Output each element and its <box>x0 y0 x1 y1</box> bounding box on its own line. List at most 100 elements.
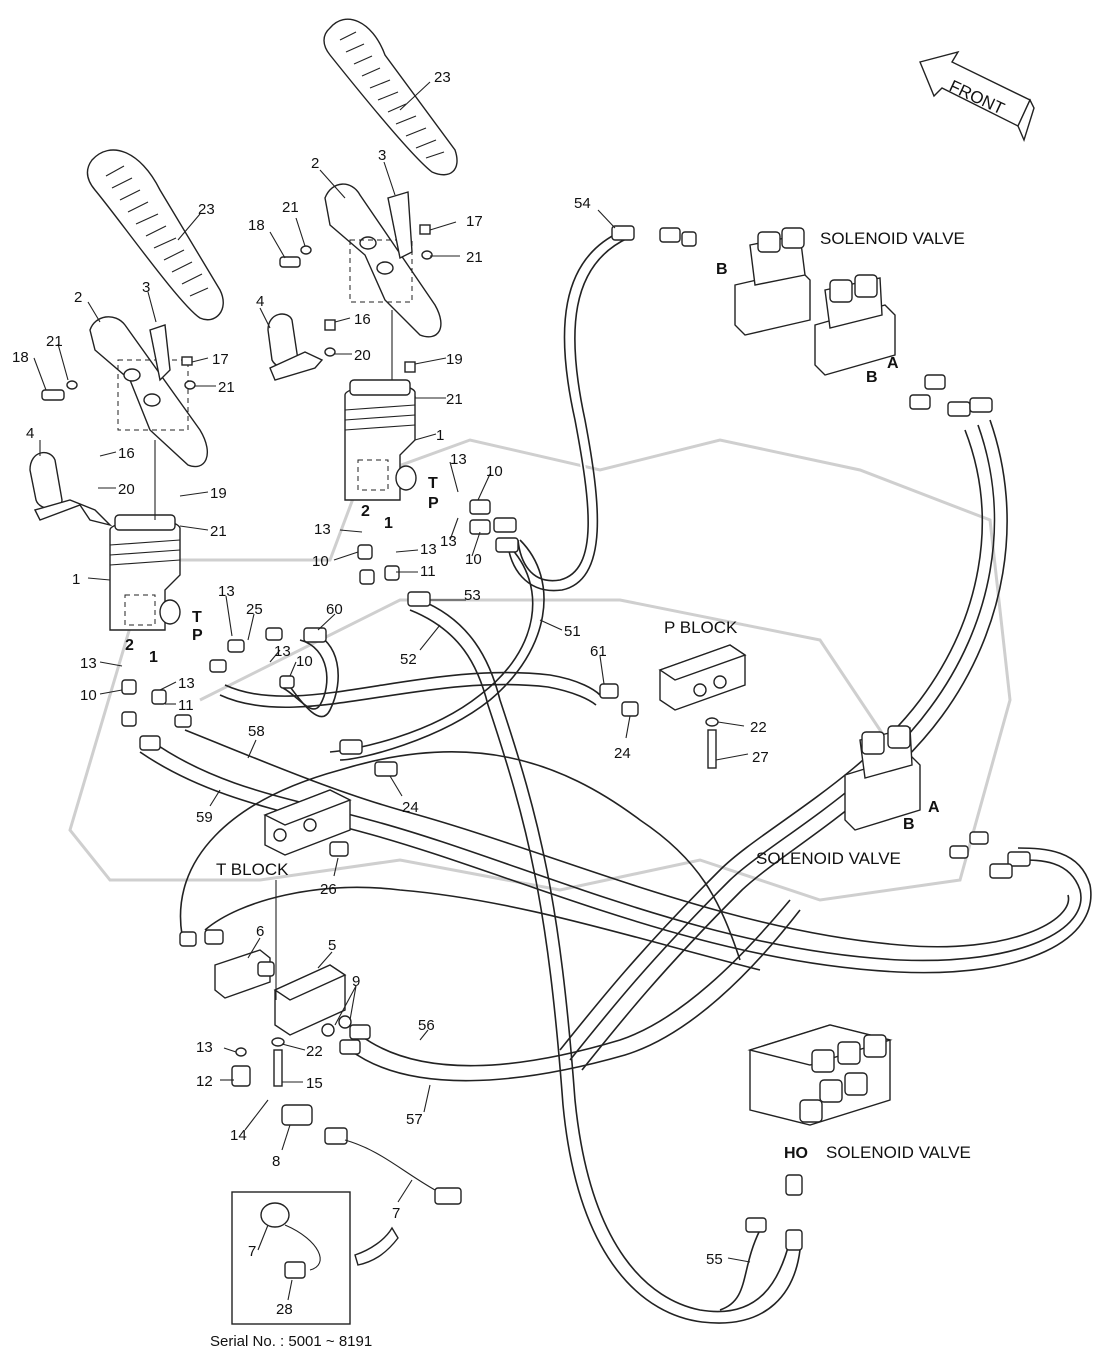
callout-6: 6 <box>256 923 264 940</box>
port-1-right: 1 <box>384 515 393 532</box>
callout-10c: 10 <box>312 553 329 570</box>
callout-61: 61 <box>590 643 607 660</box>
callout-24: 24 <box>402 799 419 816</box>
callout-54: 54 <box>574 195 591 212</box>
callout-13c: 13 <box>314 521 331 538</box>
callout-numbers: 23 23 2 3 18 21 17 21 2 3 4 16 20 19 21 … <box>12 69 769 1318</box>
title-labels: SOLENOID VALVE SOLENOID VALVE SOLENOID V… <box>210 229 971 1350</box>
callout-13b: 13 <box>440 533 457 550</box>
callout-3: 3 <box>378 147 386 164</box>
callout-22: 22 <box>750 719 767 736</box>
inset-box <box>231 1191 399 1325</box>
callout-8: 8 <box>272 1153 280 1170</box>
callout-2b: 2 <box>74 289 82 306</box>
lower-blocks <box>179 929 462 1205</box>
port-a-mid: A <box>928 799 940 816</box>
front-arrow: FRONT <box>919 50 1035 143</box>
t-block <box>263 789 352 857</box>
solenoid-valve-top-label: SOLENOID VALVE <box>820 229 965 248</box>
callout-12: 12 <box>196 1073 213 1090</box>
callout-1: 1 <box>436 427 444 444</box>
callout-13i: 13 <box>196 1039 213 1056</box>
port-2-right: 2 <box>361 503 370 520</box>
callout-21c: 21 <box>446 391 463 408</box>
callout-18b: 18 <box>12 349 29 366</box>
callout-17: 17 <box>466 213 483 230</box>
callout-21e: 21 <box>218 379 235 396</box>
callout-21f: 21 <box>210 523 227 540</box>
port-a-top: A <box>887 355 899 372</box>
callout-7: 7 <box>392 1205 400 1222</box>
solenoid-valve-middle <box>844 725 1031 879</box>
callout-19: 19 <box>446 351 463 368</box>
callout-57: 57 <box>406 1111 423 1128</box>
callout-28: 28 <box>276 1301 293 1318</box>
callout-4: 4 <box>256 293 264 310</box>
solenoid-valve-bottom-label: SOLENOID VALVE <box>826 1143 971 1162</box>
port-ho: HO <box>784 1145 808 1162</box>
serial-number: Serial No. : 5001 ~ 8191 <box>210 1333 372 1350</box>
callout-10: 10 <box>486 463 503 480</box>
callout-25: 25 <box>246 601 263 618</box>
callout-20: 20 <box>354 347 371 364</box>
port-b-top: B <box>716 261 728 278</box>
callout-20b: 20 <box>118 481 135 498</box>
callout-10d: 10 <box>296 653 313 670</box>
callout-13e: 13 <box>218 583 235 600</box>
callout-10b: 10 <box>465 551 482 568</box>
callout-21d: 21 <box>46 333 63 350</box>
callout-52: 52 <box>400 651 417 668</box>
solenoid-valve-bottom <box>745 1024 893 1251</box>
port-1-left: 1 <box>149 649 158 666</box>
callout-16: 16 <box>354 311 371 328</box>
callout-13h: 13 <box>178 675 195 692</box>
port-p-right: P <box>428 495 439 512</box>
port-2-left: 2 <box>125 637 134 654</box>
callout-24b: 24 <box>614 745 631 762</box>
callout-13f: 13 <box>274 643 291 660</box>
callout-5: 5 <box>328 937 336 954</box>
callout-1b: 1 <box>72 571 80 588</box>
callout-11b: 11 <box>178 697 194 714</box>
port-t-left: T <box>192 609 202 626</box>
callout-11: 11 <box>420 563 436 580</box>
callout-59: 59 <box>196 809 213 826</box>
t-block-label: T BLOCK <box>216 860 289 879</box>
callout-60: 60 <box>326 601 343 618</box>
callout-53: 53 <box>464 587 481 604</box>
port-labels: B A B A B T P T P 2 1 2 1 HO <box>125 261 940 1162</box>
callout-13d: 13 <box>420 541 437 558</box>
callout-51: 51 <box>564 623 581 640</box>
callout-26: 26 <box>320 881 337 898</box>
callout-13g: 13 <box>80 655 97 672</box>
callout-10e: 10 <box>80 687 97 704</box>
callout-23b: 23 <box>198 201 215 218</box>
solenoid-valve-mid-label: SOLENOID VALVE <box>756 849 901 868</box>
callout-21b: 21 <box>466 249 483 266</box>
callout-13: 13 <box>450 451 467 468</box>
callout-7b: 7 <box>248 1243 256 1260</box>
callout-17b: 17 <box>212 351 229 368</box>
callout-4b: 4 <box>26 425 34 442</box>
callout-21: 21 <box>282 199 299 216</box>
callout-27: 27 <box>752 749 769 766</box>
callout-2: 2 <box>311 155 319 172</box>
port-b-top-2: B <box>866 369 878 386</box>
solenoid-valve-top <box>611 225 993 417</box>
callout-14: 14 <box>230 1127 247 1144</box>
callout-58: 58 <box>248 723 265 740</box>
callout-16b: 16 <box>118 445 135 462</box>
callout-55: 55 <box>706 1251 723 1268</box>
p-block <box>599 644 747 769</box>
callout-3b: 3 <box>142 279 150 296</box>
port-t-right: T <box>428 475 438 492</box>
hoses <box>139 229 1092 1324</box>
leader-lines <box>33 81 751 1301</box>
p-block-label: P BLOCK <box>664 618 738 637</box>
callout-22b: 22 <box>306 1043 323 1060</box>
callout-15: 15 <box>306 1075 323 1092</box>
callout-18: 18 <box>248 217 265 234</box>
port-b-mid: B <box>903 816 915 833</box>
callout-19b: 19 <box>210 485 227 502</box>
